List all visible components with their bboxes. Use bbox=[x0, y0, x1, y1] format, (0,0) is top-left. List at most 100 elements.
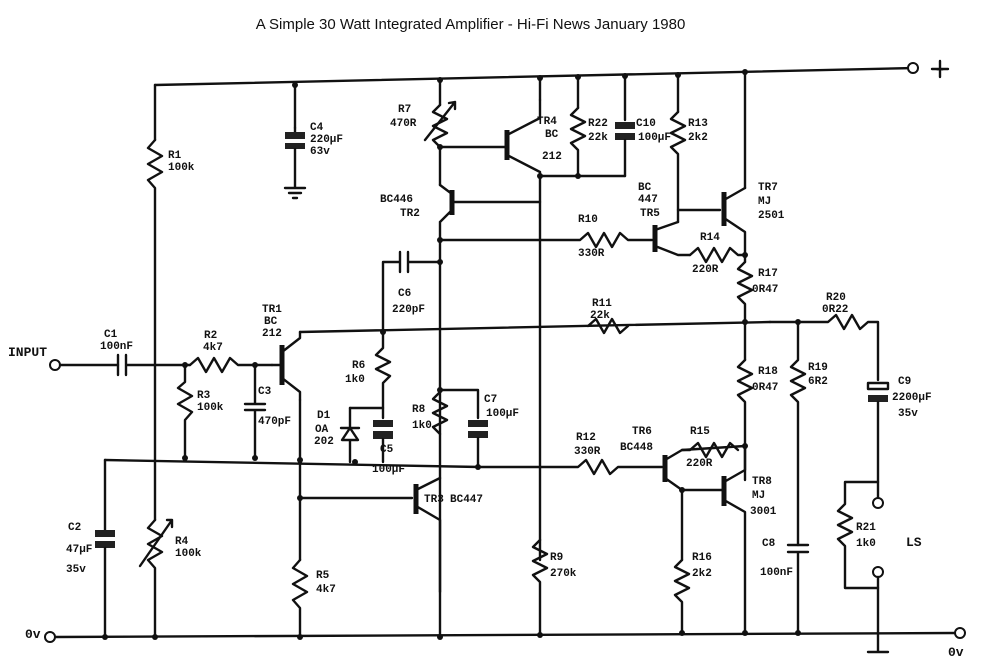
r9-value: 270k bbox=[550, 568, 577, 580]
r20-resistor bbox=[768, 313, 880, 382]
d1-part: 202 bbox=[314, 436, 334, 448]
tr3-ref: TR3 bbox=[424, 494, 444, 506]
r3-resistor bbox=[176, 362, 194, 460]
c8-ref: C8 bbox=[762, 538, 776, 550]
r22-resistor bbox=[537, 106, 627, 179]
tr4-transistor bbox=[437, 98, 542, 562]
r7-ref: R7 bbox=[398, 104, 411, 116]
r2-value: 4k7 bbox=[203, 342, 223, 354]
c10-capacitor bbox=[615, 122, 635, 178]
d1-ref: D1 bbox=[317, 410, 331, 422]
r5-ref: R5 bbox=[316, 570, 330, 582]
r6-value: 1k0 bbox=[345, 374, 365, 386]
r6-resistor bbox=[374, 329, 392, 410]
tr6-ref: TR6 bbox=[632, 426, 652, 438]
r2-ref: R2 bbox=[204, 330, 217, 342]
r14-value: 220R bbox=[692, 264, 719, 276]
r16-resistor bbox=[673, 558, 691, 636]
r10-value: 330R bbox=[578, 248, 605, 260]
tr3-transistor bbox=[297, 476, 443, 640]
tr1-ref: TR1 bbox=[262, 304, 282, 316]
tr8-transistor bbox=[679, 444, 748, 636]
r18-value: 0R47 bbox=[752, 382, 778, 394]
tr1-type: BC bbox=[264, 316, 278, 328]
c2-rating: 35v bbox=[66, 564, 86, 576]
c4-ref: C4 bbox=[310, 122, 324, 134]
d1-diode bbox=[339, 406, 361, 464]
r17-ref: R17 bbox=[758, 268, 778, 280]
r16-ref: R16 bbox=[692, 552, 712, 564]
r5-resistor bbox=[291, 558, 309, 640]
tr5-part: 447 bbox=[638, 194, 658, 206]
tr7-transistor bbox=[721, 186, 747, 264]
r16-value: 2k2 bbox=[692, 568, 712, 580]
r20-value: 0R22 bbox=[822, 304, 848, 316]
r10-resistor bbox=[437, 231, 654, 249]
r12-ref: R12 bbox=[576, 432, 596, 444]
tr1-part: 212 bbox=[262, 328, 282, 340]
r14-resistor bbox=[688, 246, 748, 264]
c1-ref: C1 bbox=[104, 329, 118, 341]
r18-resistor bbox=[736, 358, 754, 482]
c1-capacitor bbox=[116, 353, 192, 377]
r5-value: 4k7 bbox=[316, 584, 336, 596]
c1-value: 100nF bbox=[100, 341, 133, 353]
r7-value: 470R bbox=[390, 118, 417, 130]
c9-rating: 35v bbox=[898, 408, 918, 420]
r19-resistor bbox=[789, 319, 807, 547]
plus-rail bbox=[153, 62, 919, 190]
tr5-ref: TR5 bbox=[640, 208, 660, 220]
r11-ref: R11 bbox=[592, 298, 612, 310]
tr1-transistor bbox=[270, 320, 772, 402]
r3-value: 100k bbox=[197, 402, 224, 414]
tr6-type: BC448 bbox=[620, 442, 653, 454]
c4-value: 220µF bbox=[310, 134, 343, 146]
c6-ref: C6 bbox=[398, 288, 411, 300]
c9-value: 2200µF bbox=[892, 392, 932, 404]
c2-ref: C2 bbox=[68, 522, 81, 534]
r21-ref: R21 bbox=[856, 522, 876, 534]
tr8-part: 3001 bbox=[750, 506, 777, 518]
zero-volt-rail bbox=[44, 627, 966, 654]
r19-value: 6R2 bbox=[808, 376, 828, 388]
tr8-ref: TR8 bbox=[752, 476, 772, 488]
d1-value: OA bbox=[315, 424, 329, 436]
r7-preset bbox=[423, 100, 457, 187]
c7-capacitor bbox=[468, 420, 488, 470]
r14-ref: R14 bbox=[700, 232, 720, 244]
r19-ref: R19 bbox=[808, 362, 828, 374]
r8-value: 1k0 bbox=[412, 420, 432, 432]
c2-capacitor bbox=[95, 530, 115, 640]
tr7-ref: TR7 bbox=[758, 182, 778, 194]
r22-value: 22k bbox=[588, 132, 608, 144]
zero-volt-left-label: 0v bbox=[25, 627, 41, 642]
c5-value: 100µF bbox=[372, 464, 405, 476]
c8-value: 100nF bbox=[760, 567, 793, 579]
plus-terminal-label: + bbox=[930, 59, 950, 79]
r3-ref: R3 bbox=[197, 390, 211, 402]
r12-resistor bbox=[476, 458, 664, 476]
c9-ref: C9 bbox=[898, 376, 911, 388]
tr8-type: MJ bbox=[752, 490, 765, 502]
r10-ref: R10 bbox=[578, 214, 598, 226]
c3-ref: C3 bbox=[258, 386, 272, 398]
tr3-type: BC447 bbox=[450, 494, 483, 506]
r4-preset bbox=[138, 518, 174, 640]
r1-ref: R1 bbox=[168, 150, 182, 162]
c8-capacitor bbox=[786, 543, 810, 636]
c9-capacitor bbox=[866, 381, 890, 509]
c6-value: 220pF bbox=[392, 304, 425, 316]
r8-resistor bbox=[431, 387, 480, 436]
c6-capacitor bbox=[381, 250, 443, 334]
c3-value: 470pF bbox=[258, 416, 291, 428]
tr4-part: 212 bbox=[542, 151, 562, 163]
tr5-type: BC bbox=[638, 182, 652, 194]
r6-ref: R6 bbox=[352, 360, 365, 372]
c10-ref: C10 bbox=[636, 118, 656, 130]
r9-ref: R9 bbox=[550, 552, 563, 564]
input-label: INPUT bbox=[8, 345, 47, 360]
page-title: A Simple 30 Watt Integrated Amplifier - … bbox=[255, 16, 686, 33]
r4-ref: R4 bbox=[175, 536, 189, 548]
r22-ref: R22 bbox=[588, 118, 608, 130]
